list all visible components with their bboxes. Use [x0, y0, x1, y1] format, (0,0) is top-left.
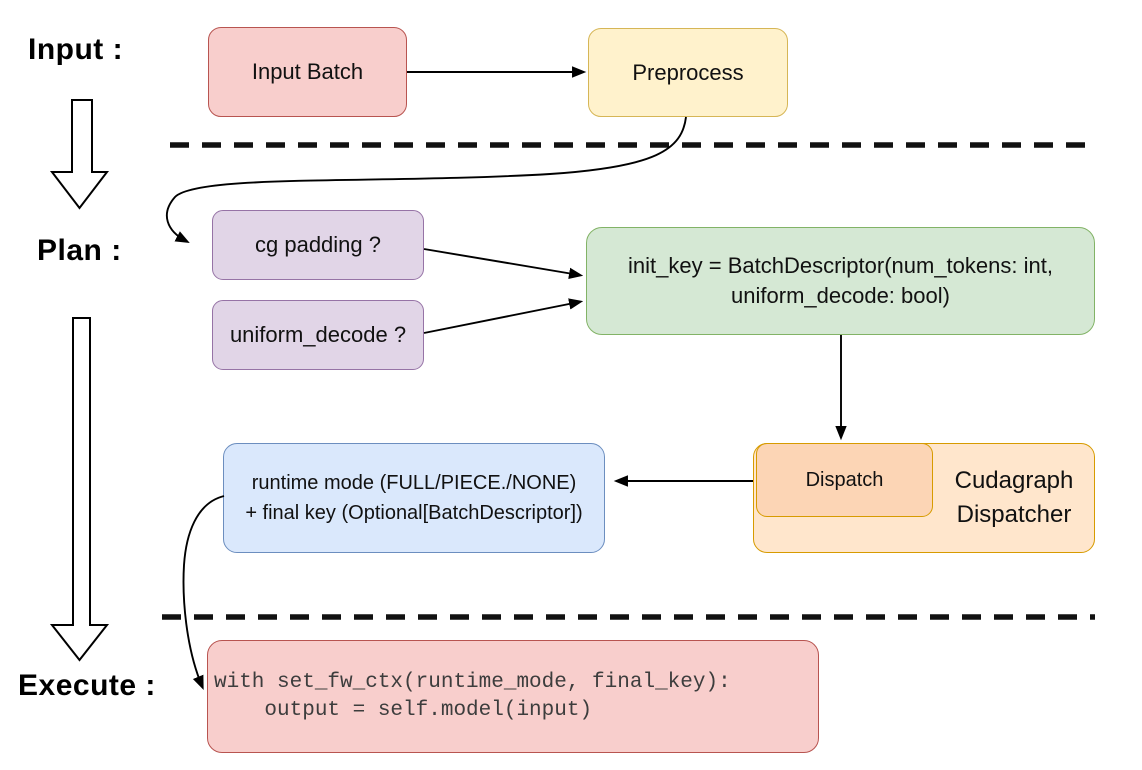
down-arrow-input-plan-icon: [49, 99, 110, 210]
node-cg-padding: cg padding ?: [212, 210, 424, 280]
arrow-cgpadding-to-initkey: [423, 248, 584, 279]
node-runtime-result: runtime mode (FULL/PIECE./NONE) + final …: [223, 443, 605, 553]
runtime-result-line1: runtime mode (FULL/PIECE./NONE): [251, 472, 577, 494]
stage-label-plan: Plan :: [37, 234, 122, 267]
node-uniform-decode: uniform_decode ?: [212, 300, 424, 370]
node-init-key-line2: uniform_decode: bool): [731, 283, 950, 308]
execute-code-line1: with set_fw_ctx(runtime_mode, final_key)…: [214, 671, 731, 695]
cudagraph-label-line1: Cudagraph: [954, 467, 1074, 495]
node-dispatch: Dispatch: [756, 443, 933, 517]
stage-label-execute: Execute :: [18, 669, 156, 702]
node-cg-padding-label: cg padding ?: [255, 232, 381, 258]
node-input-batch: Input Batch: [208, 27, 407, 117]
node-execute-code: with set_fw_ctx(runtime_mode, final_key)…: [207, 640, 819, 753]
node-preprocess-label: Preprocess: [632, 59, 744, 85]
runtime-result-line2: + final key (Optional[BatchDescriptor]): [245, 502, 583, 524]
execute-code-line2: output = self.model(input): [214, 698, 593, 722]
node-init-key-line1: init_key = BatchDescriptor(num_tokens: i…: [628, 253, 1053, 279]
arrow-uniformdecode-to-initkey: [423, 298, 584, 334]
cudagraph-label-line2: Dispatcher: [956, 501, 1072, 528]
node-uniform-decode-label: uniform_decode ?: [229, 322, 407, 348]
node-input-batch-label: Input Batch: [251, 59, 364, 85]
node-cudagraph-dispatcher-label: Cudagraph Dispatcher: [933, 443, 1095, 553]
node-dispatch-label: Dispatch: [805, 468, 884, 491]
stage-label-input: Input :: [28, 33, 124, 66]
node-init-key: init_key = BatchDescriptor(num_tokens: i…: [586, 227, 1095, 335]
node-preprocess: Preprocess: [588, 28, 788, 117]
down-arrow-plan-execute-icon: [49, 317, 110, 662]
